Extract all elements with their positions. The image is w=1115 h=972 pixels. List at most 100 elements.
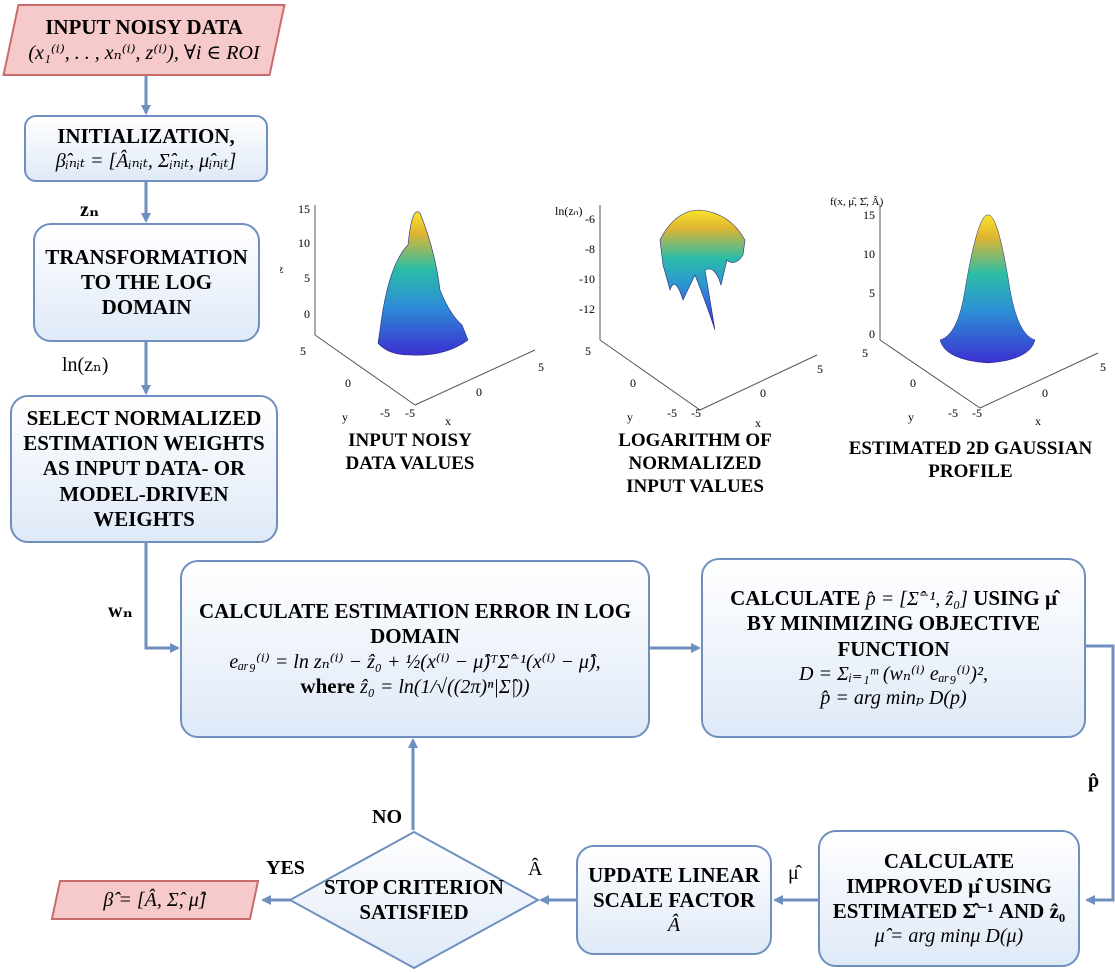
arrow-p-to-mu (1085, 644, 1115, 905)
input-formula: (x₁⁽ⁱ⁾, . . , xₙ⁽ⁱ⁾, z⁽ⁱ⁾), ∀i ∈ ROI (28, 41, 260, 64)
calc-mu-box: CALCULATE IMPROVED μ̂ USING ESTIMATED Σ̂… (818, 830, 1080, 967)
calc-mu-formula: μ̂ = arg minμ D(μ) (874, 925, 1024, 948)
plot3-title-line2: PROFILE (928, 460, 1013, 482)
plot2-title-line2: NORMALIZED (628, 452, 762, 474)
plot2-title-line3: INPUT VALUES (626, 475, 764, 497)
plot1-xlabel: x (445, 414, 451, 428)
plot2-ztick-1: -8 (585, 242, 595, 256)
label-yes: YES (266, 857, 305, 879)
plot3-ztick-3: 0 (869, 327, 875, 341)
plot2-ztick-3: -12 (579, 302, 595, 316)
plot1-xtick-2: 5 (538, 360, 544, 374)
plot3-xtick-1: 0 (1042, 386, 1048, 400)
plot1-surface (377, 211, 469, 356)
plot2-ztick-2: -10 (579, 272, 595, 286)
label-phat: p̂ (1088, 770, 1100, 792)
plot1-ytick-1: 0 (345, 376, 351, 390)
arrow-select-to-error (144, 543, 180, 653)
plot3-zlabel: f(x, μ̂, Σ̂, Â) (830, 196, 884, 208)
label-muhat: μ̂ (788, 862, 799, 884)
input-data-node: INPUT NOISY DATA (x₁⁽ⁱ⁾, . . , xₙ⁽ⁱ⁾, z⁽… (2, 4, 286, 76)
calc-p-line2: BY MINIMIZING OBJECTIVE (746, 611, 1041, 636)
decision-text: STOP CRITERION SATISFIED (288, 830, 540, 970)
label-zn: zₙ (80, 199, 100, 221)
calc-p-formula2: p̂ = arg minₚ D(p) (820, 686, 967, 709)
select-line1: SELECT NORMALIZED (26, 406, 262, 431)
plot3-ylabel: y (908, 410, 914, 424)
init-title: INITIALIZATION, (57, 123, 235, 148)
select-line5: WEIGHTS (93, 506, 195, 531)
plot-estimated-gaussian: 15 10 5 0 f(x, μ̂, Σ̂, Â) 5 0 -5 y -5 0 … (830, 196, 1106, 428)
plot2-ylabel: y (627, 410, 633, 424)
plot2-surface (659, 209, 746, 331)
calc-error-where-formula: ẑ₀ = ln(1/√((2π)ⁿ|Σ̂|)) (360, 675, 530, 698)
plot1-ztick-2: 5 (304, 271, 310, 285)
select-line2: ESTIMATION WEIGHTS (23, 431, 265, 456)
plot2-ytick-0: 5 (585, 344, 591, 358)
plot1-title-line1: INPUT NOISY (348, 430, 472, 451)
transform-line1: TRANSFORMATION (45, 244, 248, 269)
calc-mu-line3: ESTIMATED Σ̂⁻¹ AND ẑ₀ (832, 899, 1066, 924)
decision-line2: SATISFIED (359, 900, 469, 924)
calc-p-box: CALCULATE p̂ = [Σ̂⁻¹, ẑ₀] USING μ̂ BY MI… (701, 558, 1086, 738)
calc-mu-line1: CALCULATE (883, 848, 1015, 873)
plot1-xtick-0: -5 (405, 406, 415, 420)
plot3-ztick-1: 10 (863, 247, 875, 261)
calc-error-line1: CALCULATE ESTIMATION ERROR IN LOG (198, 599, 632, 624)
init-formula: β̂ᵢₙᵢₜ = [Âᵢₙᵢₜ, Σ̂ᵢₙᵢₜ, μ̂ᵢₙᵢₜ] (55, 150, 237, 173)
label-wn: wₙ (108, 600, 133, 622)
plot3-xtick-0: -5 (972, 406, 982, 420)
calc-mu-line2: IMPROVED μ̂ USING (846, 873, 1052, 898)
output-formula: β̂ = [Â, Σ̂, μ̂] (103, 888, 207, 911)
plot3-ztick-0: 15 (863, 208, 875, 222)
calc-p-line3: FUNCTION (837, 636, 950, 661)
plot1-ztick-3: 0 (304, 307, 310, 321)
plot1-title: INPUT NOISY DATA VALUES (300, 430, 520, 476)
calc-error-box: CALCULATE ESTIMATION ERROR IN LOG DOMAIN… (180, 560, 650, 738)
plot3-ytick-0: 5 (862, 346, 868, 360)
plot3-xtick-2: 5 (1100, 360, 1106, 374)
plot2-xtick-0: -5 (691, 406, 701, 420)
plot1-ylabel: y (342, 410, 348, 424)
plot-input-noisy: 15 10 5 0 z 5 0 -5 y -5 0 5 x (280, 202, 544, 428)
output-node: β̂ = [Â, Σ̂, μ̂] (50, 880, 260, 920)
plot2-zlabel: ln(zₙ) (555, 204, 582, 218)
plot2-xtick-1: 0 (760, 386, 766, 400)
plot3-ytick-1: 0 (910, 376, 916, 390)
label-lnzn: ln(zₙ) (62, 354, 109, 376)
plot2-ztick-0: -6 (585, 212, 595, 226)
select-weights-box: SELECT NORMALIZED ESTIMATION WEIGHTS AS … (10, 395, 278, 543)
plot3-title-line1: ESTIMATED 2D GAUSSIAN (848, 438, 1093, 459)
plot2-title-line1: LOGARITHM OF (618, 430, 772, 451)
plot3-title: ESTIMATED 2D GAUSSIAN PROFILE (828, 438, 1113, 484)
plot2-axes (599, 205, 818, 411)
plot2-xlabel: x (755, 416, 761, 430)
plot3-surface (939, 214, 1036, 364)
plot3-xlabel: x (1035, 414, 1041, 428)
transformation-box: TRANSFORMATION TO THE LOG DOMAIN (33, 223, 260, 342)
update-line1: UPDATE LINEAR (588, 862, 760, 887)
plot1-xtick-1: 0 (476, 385, 482, 399)
calc-error-where: where (300, 673, 355, 698)
update-scale-box: UPDATE LINEAR SCALE FACTOR Â (576, 845, 772, 955)
stop-criterion-diamond (288, 830, 540, 970)
plot1-title-line2: DATA VALUES (345, 452, 475, 474)
update-formula: Â (667, 914, 681, 937)
calc-p-formula1: D = Σᵢ₌₁ᵐ (wₙ⁽ⁱ⁾ eₐᵣ₉⁽ⁱ⁾)², (799, 662, 988, 685)
plot-log-normalized: -6 -8 -10 -12 ln(zₙ) 5 0 -5 y -5 0 5 x (555, 204, 823, 430)
transform-line2: TO THE LOG (80, 269, 213, 294)
initialization-box: INITIALIZATION, β̂ᵢₙᵢₜ = [Âᵢₙᵢₜ, Σ̂ᵢₙᵢₜ,… (24, 115, 268, 182)
plot2-xtick-2: 5 (817, 362, 823, 376)
calc-p-line1-a: CALCULATE (730, 586, 861, 611)
plot1-ytick-2: -5 (380, 406, 390, 420)
plot2-title: LOGARITHM OF NORMALIZED INPUT VALUES (585, 430, 805, 498)
label-no: NO (372, 806, 402, 828)
calc-p-line1-math: p̂ = [Σ̂⁻¹, ẑ₀] (865, 588, 968, 611)
plot3-axes (879, 205, 1099, 409)
plot3-ztick-2: 5 (869, 286, 875, 300)
calc-p-line1-b: USING μ̂ (973, 586, 1057, 611)
plot1-axes (314, 205, 536, 406)
plot3-ytick-2: -5 (948, 406, 958, 420)
plot2-ytick-1: 0 (630, 376, 636, 390)
